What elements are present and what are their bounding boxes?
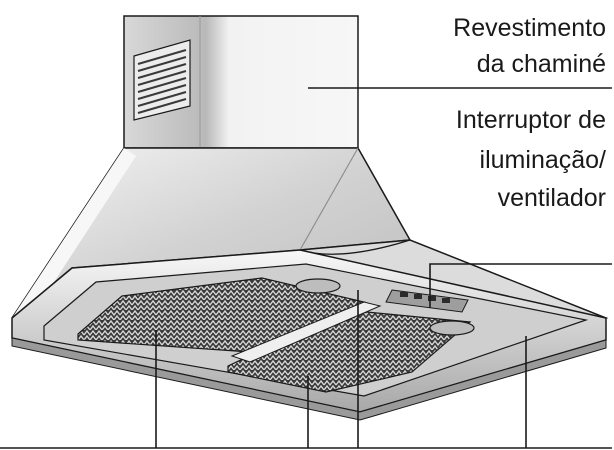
chimney-vent-grille [133,39,191,121]
label-light-fan-switch-line3: ventilador [498,184,606,212]
lamp-right [429,320,475,336]
label-light-fan-switch-line1: Interruptor de [456,106,606,134]
filter-divider [230,301,382,363]
lamp-left [295,278,341,294]
label-chimney-cover-line2: da chaminé [477,50,606,78]
leader-light-fan-switch [429,263,612,308]
leader-lines [0,87,612,449]
hood-lower-band [11,337,607,421]
label-chimney-cover-line1: Revestimento [453,14,606,42]
control-panel [385,289,469,313]
label-light-fan-switch-line2: iluminação/ [480,146,607,174]
